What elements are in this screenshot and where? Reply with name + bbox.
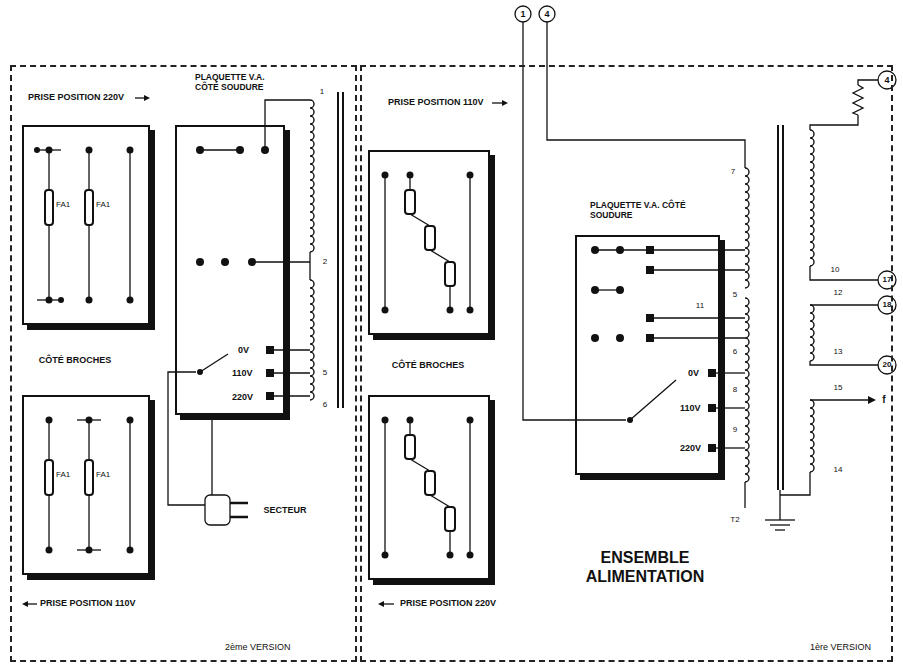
socket-view: PRISE POSITION 110V — [368, 150, 490, 335]
node-text: FA1 — [96, 200, 110, 210]
callout-number: 20 — [883, 360, 892, 370]
callout-number: 9 — [733, 425, 737, 435]
node-heading: PRISE POSITION 110V — [388, 97, 484, 108]
callout-number: 17 — [883, 275, 892, 285]
node-text: 110V — [680, 403, 701, 414]
node-heading: PLAQUETTE V.A. CÔTÉ SOUDURE — [590, 200, 690, 220]
node-text: FA1 — [96, 470, 110, 480]
node-heading: 2ème VERSION — [225, 642, 291, 653]
node-text: 0V — [688, 368, 699, 379]
node-text: 220V — [680, 443, 701, 454]
socket-view: PRISE POSITION 110VFA1FA1 — [22, 395, 150, 575]
callout-number: 1 — [520, 9, 525, 20]
socket-view: PRISE POSITION 220VFA1FA1 — [22, 125, 150, 325]
callout-number: 10 — [831, 265, 840, 275]
callout-number: 4 — [884, 75, 889, 86]
callout-number: f — [882, 394, 885, 406]
text-label: CÔTÉ BROCHES — [392, 360, 465, 371]
node-text: 110V — [232, 368, 253, 379]
callout-number: 11 — [696, 301, 704, 311]
wiring — [26, 6, 896, 604]
callout-number: 2 — [323, 257, 327, 267]
coil — [745, 298, 749, 482]
transformer-winding — [310, 100, 814, 482]
node-heading: PRISE POSITION 220V — [400, 598, 496, 609]
solder-board: PLAQUETTE V.A. CÔTÉ SOUDURE0V110V220V — [575, 235, 720, 475]
coil — [745, 168, 749, 288]
coil — [310, 280, 314, 400]
pin-dots — [22, 95, 876, 607]
callout-number: 7 — [731, 167, 735, 177]
coil — [810, 305, 814, 361]
callout-number: 13 — [834, 347, 843, 357]
callout-number: 12 — [834, 288, 843, 298]
node-heading: PRISE POSITION 110V — [40, 598, 136, 609]
node-text: 0V — [238, 345, 249, 356]
callout-number: T2 — [730, 515, 739, 525]
text-label: CÔTÉ BROCHES — [39, 355, 112, 366]
callout-number: 6 — [733, 347, 737, 357]
node-text: FA1 — [56, 470, 70, 480]
callout-number: 6 — [323, 400, 327, 410]
node-text: FA1 — [56, 200, 70, 210]
text-label: SECTEUR — [263, 505, 306, 516]
callout-number: 14 — [834, 465, 843, 475]
solder-board: PLAQUETTE V.A. CÔTÉ SOUDURE0V110V220V — [175, 125, 285, 415]
socket-view: PRISE POSITION 220V — [368, 395, 490, 580]
node-heading: PLAQUETTE V.A. CÔTÉ SOUDURE — [195, 72, 290, 92]
coil — [310, 100, 314, 252]
node-text: 220V — [232, 392, 253, 403]
coil — [810, 130, 814, 266]
callout-number: 8 — [733, 385, 737, 395]
node-heading: PRISE POSITION 220V — [28, 92, 124, 103]
callout-number: 5 — [733, 290, 737, 300]
node-heading: ENSEMBLE ALIMENTATION — [575, 548, 715, 586]
coil — [810, 400, 814, 472]
callout-number: 15 — [834, 383, 843, 393]
callout-number: 5 — [323, 368, 327, 378]
callout-number: 18 — [883, 300, 892, 310]
callout-number: 1 — [320, 87, 324, 97]
callout-number: 4 — [544, 9, 549, 20]
node-text: 1ère VERSION — [810, 642, 871, 653]
